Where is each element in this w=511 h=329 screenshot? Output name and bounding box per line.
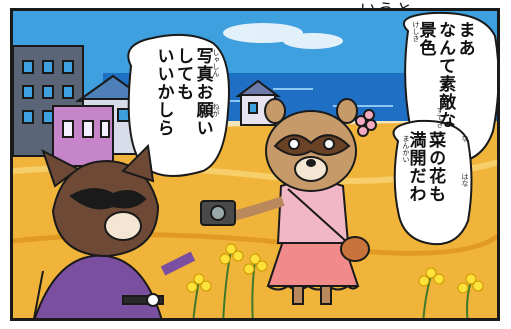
clouds xyxy=(223,23,343,49)
bubble-left-line-1: 写真お願い xyxy=(192,47,213,137)
hair-flower-icon xyxy=(355,109,377,137)
speech-bubble-right-bottom xyxy=(392,119,473,246)
bubble-left-line-2: しても xyxy=(173,47,194,101)
bubble-right-top-line-3: 景色 xyxy=(415,21,436,57)
bubble-right-bottom-line-1: 菜の花も xyxy=(425,131,446,203)
ruby-nega: ねが xyxy=(212,103,220,117)
buildings xyxy=(13,45,281,167)
bubble-left-line-3: いいかしら xyxy=(153,47,174,137)
ruby-hana: はな xyxy=(461,173,469,187)
ruby-mankai: まんかい xyxy=(402,135,410,163)
bubble-text-right-top: まあ なんて素敵な 景色 xyxy=(415,21,475,156)
bubble-text-right-bottom: 菜の花も 満開だわ xyxy=(405,131,446,241)
bubble-right-bottom-line-2: 満開だわ xyxy=(405,131,426,203)
rapeseed-flowers xyxy=(186,243,484,318)
bubble-right-top-line-1: まあ xyxy=(454,21,475,57)
comic-panel: 写真お願い しても いいかしら しゃしん ねが まあ なんて素敵な 景色 すてき… xyxy=(10,8,500,321)
comic-scene xyxy=(13,11,497,318)
bubble-text-left: 写真お願い しても いいかしら xyxy=(153,47,213,172)
ruby-shashin: しゃしん xyxy=(212,49,220,77)
skull-buckle-icon xyxy=(146,293,160,307)
ruby-na: な xyxy=(461,135,469,142)
bubble-right-top-line-2: なんて素敵な xyxy=(435,21,456,129)
ruby-keshiki: けしき xyxy=(412,21,420,42)
cat-character xyxy=(33,143,196,318)
tanuki-character xyxy=(200,98,377,305)
ruby-suteki: すてき xyxy=(436,107,444,128)
